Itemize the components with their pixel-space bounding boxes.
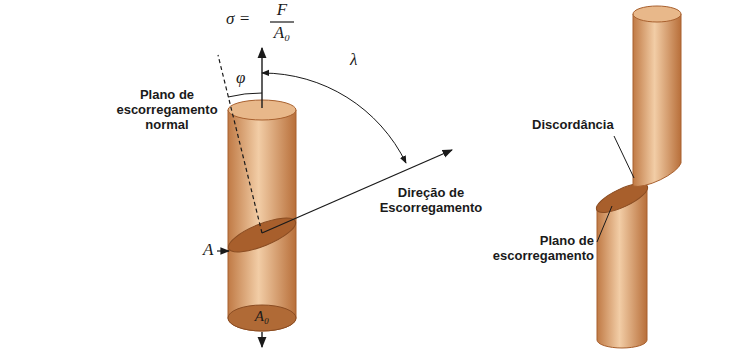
part-label: Plano de escorregamento normal: [110, 88, 224, 133]
area-symbol: A: [203, 240, 213, 260]
part-label: Plano de escorregamento: [490, 234, 594, 264]
phi-angle-arc: [228, 93, 262, 97]
area-symbol: A₀: [274, 23, 290, 43]
lambda-angle-arc: [262, 73, 406, 163]
angle-label: φ: [236, 68, 245, 88]
angle-label: λ: [350, 50, 357, 70]
leader-line: [614, 136, 634, 178]
area-pointer: [217, 250, 229, 251]
area-symbol: A₀: [255, 308, 269, 325]
part-label: Direção de Escorregamento: [372, 186, 490, 216]
single-crystal-cylinder: [225, 100, 300, 331]
sheared-cylinder: [593, 6, 681, 348]
plane-normal-line: [218, 55, 262, 233]
force-arrow: [261, 332, 262, 347]
force-symbol: F: [277, 0, 287, 20]
part-label: Discordância: [532, 118, 614, 133]
force-arrow: [261, 48, 262, 108]
fraction-bar: [270, 21, 294, 22]
leader-line: [597, 206, 612, 242]
stress-formula: σ =: [226, 9, 250, 29]
